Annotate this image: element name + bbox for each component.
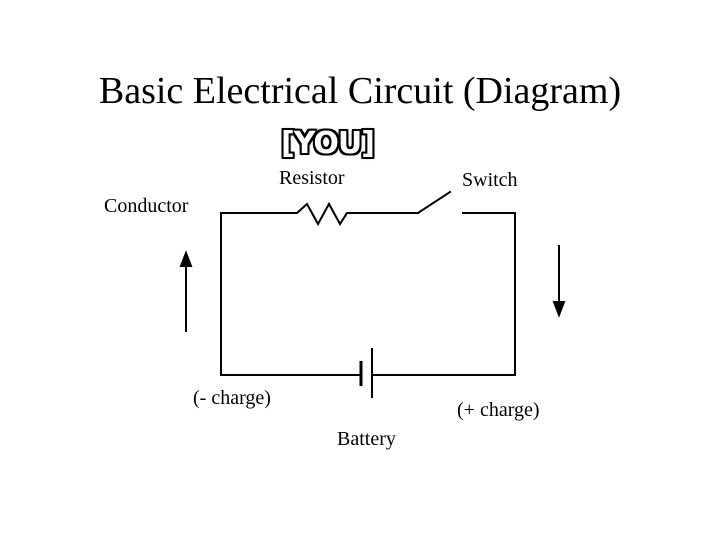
you-badge-text: [YOU] [281, 126, 375, 161]
slide-title: Basic Electrical Circuit (Diagram) [98, 70, 622, 112]
battery-label: Battery [337, 428, 396, 450]
switch-symbol [416, 190, 452, 215]
arrow-up-head [179, 250, 193, 267]
positive-charge-label: (+ charge) [457, 399, 540, 421]
switch-label: Switch [462, 169, 518, 191]
resistor-label: Resistor [279, 167, 345, 189]
battery-symbol [359, 348, 373, 398]
conductor-label: Conductor [104, 195, 189, 217]
resistor-symbol [291, 201, 351, 227]
you-badge: [YOU] [281, 126, 375, 161]
arrow-down-head [552, 301, 566, 318]
negative-charge-label: (- charge) [193, 387, 271, 409]
